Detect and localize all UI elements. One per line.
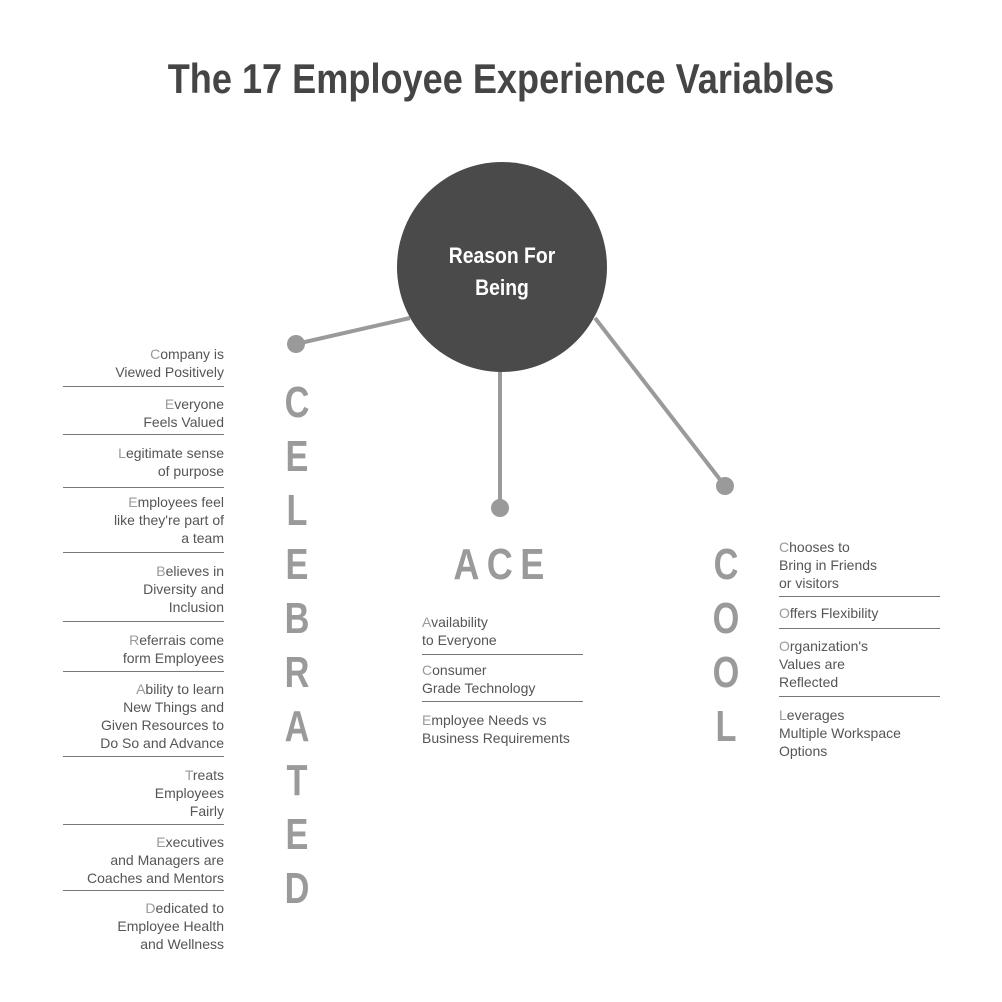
list-item: Believes in Diversity and Inclusion bbox=[143, 562, 224, 616]
list-item: Chooses to Bring in Friends or visitors bbox=[779, 538, 877, 592]
item-text: bility to learn New Things and Given Res… bbox=[100, 681, 224, 751]
connector-celebrated bbox=[295, 316, 411, 346]
item-initial: A bbox=[136, 681, 146, 697]
divider bbox=[63, 552, 224, 553]
item-initial: D bbox=[145, 900, 156, 916]
item-initial: O bbox=[779, 638, 790, 654]
item-initial: C bbox=[150, 346, 161, 362]
list-item: Offers Flexibility bbox=[779, 604, 878, 622]
ace-acronym: ACE bbox=[453, 540, 552, 589]
acronym-letter: O bbox=[712, 594, 740, 643]
list-item: Dedicated to Employee Health and Wellnes… bbox=[117, 899, 224, 953]
item-text: everages Multiple Workspace Options bbox=[779, 707, 901, 759]
acronym-letter: R bbox=[284, 648, 310, 697]
acronym-letter: D bbox=[284, 864, 310, 913]
acronym-letter: E bbox=[285, 810, 309, 859]
list-item: Organization's Values are Reflected bbox=[779, 637, 868, 691]
divider bbox=[63, 386, 224, 387]
acronym-letter: B bbox=[284, 594, 310, 643]
divider bbox=[63, 671, 224, 672]
item-initial: O bbox=[779, 605, 790, 621]
list-item: Company is Viewed Positively bbox=[115, 345, 224, 381]
list-item: Referrais come form Employees bbox=[123, 631, 224, 667]
acronym-letter: L bbox=[715, 702, 737, 751]
item-initial: L bbox=[118, 445, 126, 461]
list-item: Leverages Multiple Workspace Options bbox=[779, 706, 901, 760]
dot-ace bbox=[491, 499, 509, 517]
divider bbox=[63, 434, 224, 435]
item-text: elieves in Diversity and Inclusion bbox=[143, 563, 224, 615]
item-initial: R bbox=[129, 632, 140, 648]
list-item: Treats Employees Fairly bbox=[155, 766, 224, 820]
item-text: mployees feel like they're part of a tea… bbox=[113, 494, 224, 546]
item-text: reats Employees Fairly bbox=[154, 767, 224, 819]
divider bbox=[63, 890, 224, 891]
acronym-letter: C bbox=[284, 378, 310, 427]
item-text: vailability to Everyone bbox=[422, 614, 497, 648]
list-item: Everyone Feels Valued bbox=[143, 395, 224, 431]
acronym-letter: C bbox=[713, 540, 739, 589]
acronym-letter: A bbox=[284, 702, 310, 751]
connector-cool bbox=[593, 316, 727, 488]
divider bbox=[422, 701, 583, 702]
item-text: xecutives and Managers are Coaches and M… bbox=[87, 834, 224, 886]
acronym-letter: E bbox=[285, 432, 309, 481]
divider bbox=[779, 596, 940, 597]
divider bbox=[63, 487, 224, 488]
divider bbox=[63, 621, 224, 622]
item-text: ffers Flexibility bbox=[789, 605, 879, 621]
list-item: Employees feel like they're part of a te… bbox=[114, 493, 224, 547]
item-initial: L bbox=[779, 707, 787, 723]
diagram-title: The 17 Employee Experience Variables bbox=[167, 55, 835, 102]
acronym-letter: E bbox=[285, 540, 309, 589]
list-item: Ability to learn New Things and Given Re… bbox=[100, 680, 224, 752]
item-text: hooses to Bring in Friends or visitors bbox=[779, 539, 878, 591]
list-item: Consumer Grade Technology bbox=[422, 661, 535, 697]
dot-cool bbox=[716, 477, 734, 495]
list-item: Executives and Managers are Coaches and … bbox=[87, 833, 224, 887]
item-initial: C bbox=[779, 539, 790, 555]
list-item: Employee Needs vs Business Requirements bbox=[422, 711, 570, 747]
list-item: Availability to Everyone bbox=[422, 613, 497, 649]
item-initial: E bbox=[156, 834, 166, 850]
hub-circle bbox=[397, 162, 607, 372]
item-initial: B bbox=[156, 563, 166, 579]
item-initial: C bbox=[422, 662, 433, 678]
dot-celebrated bbox=[287, 335, 305, 353]
acronym-letter: O bbox=[712, 648, 740, 697]
item-initial: T bbox=[184, 767, 193, 783]
divider bbox=[63, 756, 224, 757]
item-initial: E bbox=[164, 396, 175, 412]
divider bbox=[779, 696, 940, 697]
divider bbox=[779, 628, 940, 629]
acronym-letter: L bbox=[286, 486, 308, 535]
item-initial: E bbox=[422, 712, 432, 728]
list-item: Legitimate sense of purpose bbox=[118, 444, 224, 480]
item-text: eferrais come form Employees bbox=[122, 632, 224, 666]
hub-label: Reason For Being bbox=[448, 243, 556, 300]
item-text: ompany is Viewed Positively bbox=[115, 346, 224, 380]
item-text: veryone Feels Valued bbox=[143, 396, 224, 430]
item-text: mployee Needs vs Business Requirements bbox=[422, 712, 570, 746]
item-text: rganization's Values are Reflected bbox=[779, 638, 869, 690]
acronym-letter: T bbox=[286, 756, 308, 805]
divider bbox=[422, 654, 583, 655]
item-initial: A bbox=[422, 614, 432, 630]
item-initial: E bbox=[128, 494, 138, 510]
item-text: edicated to Employee Health and Wellness bbox=[117, 900, 224, 952]
divider bbox=[63, 824, 224, 825]
item-text: egitimate sense of purpose bbox=[125, 445, 224, 479]
item-text: onsumer Grade Technology bbox=[422, 662, 536, 696]
